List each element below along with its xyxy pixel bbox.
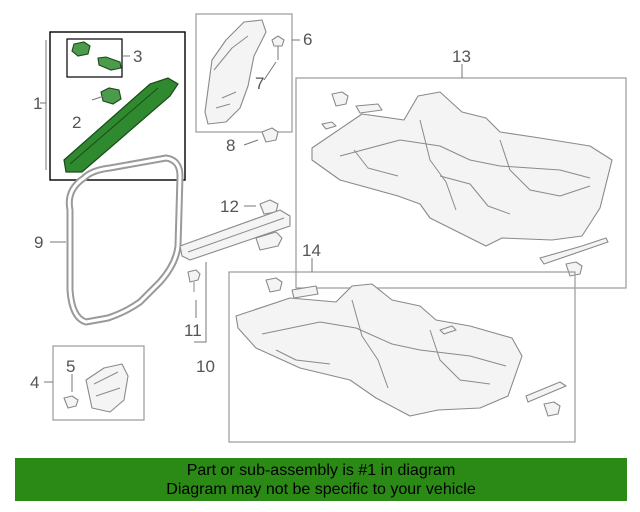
group-6-pillar-trim[interactable] (195, 13, 300, 133)
callout-11: 11 (184, 321, 202, 340)
group-10-sill-garnish[interactable] (179, 209, 291, 343)
callout-6: 6 (303, 30, 312, 49)
callout-10: 10 (196, 357, 215, 376)
callout-9: 9 (34, 233, 43, 252)
info-banner: Part or sub-assembly is #1 in diagram Di… (15, 458, 627, 501)
callout-14: 14 (302, 241, 321, 260)
group-13-floor-carpet-front[interactable] (295, 64, 627, 289)
part-8-clip[interactable] (243, 127, 279, 146)
callout-8: 8 (226, 136, 235, 155)
group-14-floor-carpet-rear[interactable] (228, 258, 576, 443)
callout-3: 3 (133, 47, 142, 66)
banner-line-1: Part or sub-assembly is #1 in diagram (186, 462, 456, 479)
callout-5: 5 (66, 357, 75, 376)
part-12-clip[interactable] (244, 199, 279, 215)
banner-line-2: Diagram may not be specific to your vehi… (166, 481, 476, 498)
callout-2: 2 (72, 113, 81, 132)
callout-12: 12 (220, 197, 239, 216)
callout-13: 13 (452, 47, 471, 66)
parts-diagram: 1 2 3 6 7 8 13 9 (30, 13, 627, 443)
group-1-pillar-garnish[interactable] (40, 31, 186, 181)
callout-7: 7 (255, 74, 264, 93)
callout-4: 4 (30, 373, 39, 392)
part-9-weatherstrip[interactable] (50, 154, 184, 326)
group-4-lower-trim[interactable] (44, 345, 145, 421)
callout-1: 1 (33, 94, 42, 113)
